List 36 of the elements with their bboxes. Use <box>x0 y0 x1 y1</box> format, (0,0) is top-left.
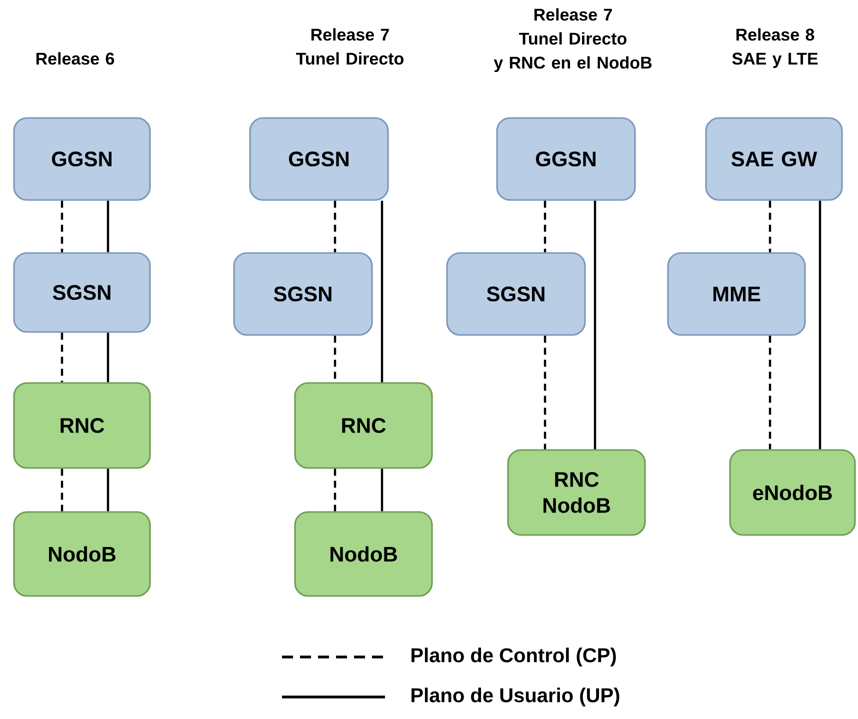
connector-line <box>380 200 384 382</box>
release-heading: Release 7 Tunel Directo y RNC en el NodoB <box>494 8 652 72</box>
release-heading: Release 8 SAE y LTE <box>732 28 818 68</box>
node-box: GGSN <box>496 117 636 201</box>
node-box: RNC NodoB <box>507 449 646 536</box>
node-box: SGSN <box>446 252 586 336</box>
connector-line <box>60 332 64 382</box>
node-box: NodoB <box>13 511 151 597</box>
legend-text: Plano de Control (CP) <box>412 648 616 666</box>
node-box: SAE GW <box>705 117 843 201</box>
node-box: RNC <box>294 382 433 469</box>
legend-text: Plano de Usuario (UP) <box>412 688 620 706</box>
connector-line <box>106 332 110 382</box>
connector-line <box>818 200 822 450</box>
node-box: SGSN <box>233 252 373 336</box>
connector-line <box>106 468 110 512</box>
node-box: MME <box>667 252 806 336</box>
connector-line <box>60 468 64 512</box>
node-box: SGSN <box>13 252 151 333</box>
connector-line <box>380 468 384 512</box>
connector-line <box>594 200 596 450</box>
connector-line <box>106 200 110 252</box>
connector-line <box>334 468 336 512</box>
node-box: NodoB <box>294 511 433 597</box>
release-heading: Release 6 <box>36 52 114 65</box>
release-heading: Release 7 Tunel Directo <box>296 28 404 65</box>
connector-line <box>334 200 336 252</box>
connector-line <box>544 200 546 252</box>
connector-line <box>768 200 772 252</box>
node-box: RNC <box>13 382 151 469</box>
node-box: GGSN <box>249 117 389 201</box>
connector-line <box>768 336 772 450</box>
node-box: GGSN <box>13 117 151 201</box>
node-box: eNodoB <box>729 449 856 536</box>
connector-line <box>60 200 64 252</box>
connector-line <box>544 336 546 450</box>
